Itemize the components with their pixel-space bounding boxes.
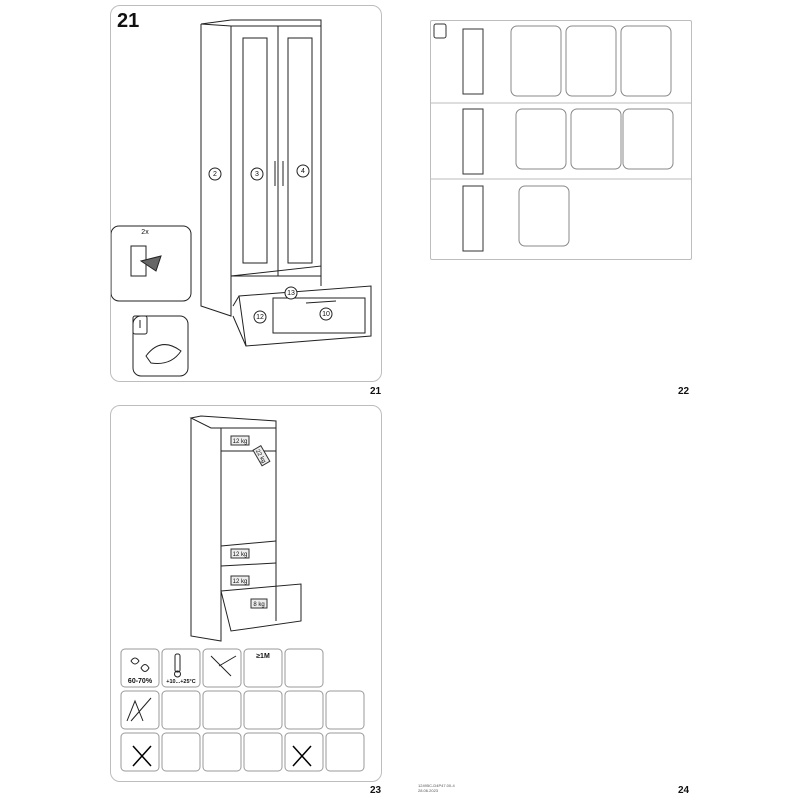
- step-number: 21: [117, 10, 140, 32]
- part-label: 2: [213, 171, 217, 178]
- hinge-adjustment-illustration: [431, 23, 691, 252]
- part-labels: 2 3 4 13 12 10 2x: [141, 164, 333, 324]
- weight-label: 12 kg: [233, 579, 248, 585]
- weight-label: 8 kg: [253, 602, 264, 608]
- weight-labels: 12 kg 22 kg 12 kg 12 kg 8 kg: [230, 435, 271, 609]
- page-number: 23: [370, 785, 382, 796]
- weight-label: 12 kg: [233, 439, 248, 445]
- page-21-panel: 21 2 3 4 13 12 10 2x: [110, 5, 382, 382]
- document-footer: 12495C-D4P47.00-4 28.06.2023: [418, 783, 455, 793]
- temperature-label: +10...+25°C: [166, 679, 195, 685]
- part-label: 12: [256, 314, 264, 321]
- part-label: 10: [322, 311, 330, 318]
- distance-label: ≥1M: [256, 653, 270, 660]
- weight-label: 12 kg: [233, 552, 248, 558]
- part-label: 4: [301, 168, 305, 175]
- part-label: 3: [255, 171, 259, 178]
- multiplier-label: 2x: [141, 229, 149, 236]
- load-capacity-illustration: [189, 415, 302, 642]
- page-number: 24: [678, 785, 690, 796]
- part-label: 13: [287, 290, 295, 297]
- document-code: 12495C-D4P47.00-4: [418, 783, 455, 788]
- page-22-panel: [430, 20, 692, 260]
- care-icon-grid: 60-70% +10...+25°C ≥1M: [120, 648, 365, 772]
- wardrobe-assembly-illustration: [111, 19, 372, 377]
- page-number: 22: [678, 386, 690, 397]
- page-23-panel: 12 kg 22 kg 12 kg 12 kg 8 kg 60-70% +10.…: [110, 405, 382, 782]
- document-date: 28.06.2023: [418, 788, 439, 793]
- page-number: 21: [370, 386, 382, 397]
- humidity-label: 60-70%: [128, 678, 153, 685]
